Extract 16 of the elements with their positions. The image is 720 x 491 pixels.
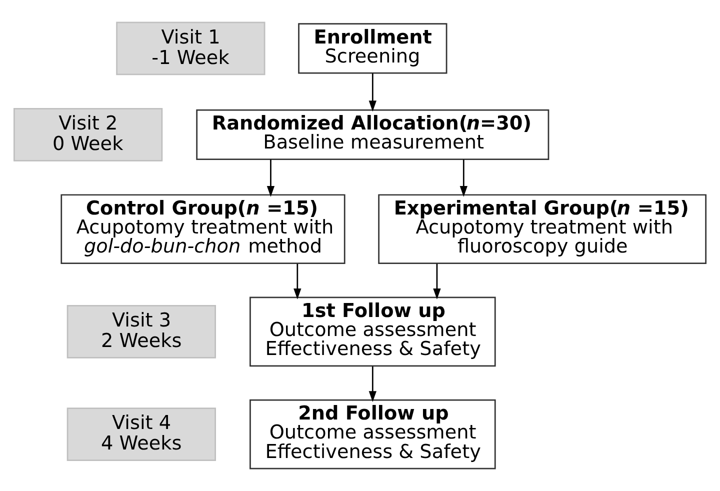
node-box: Visit 4 4 Weeks	[66, 408, 216, 461]
node-box: Enrollment Screening	[298, 23, 448, 74]
node-box: 1st Follow up Outcome assessment Effectiveness & Safety	[250, 296, 496, 367]
node-box: Visit 3 2 Weeks	[66, 305, 216, 358]
arrow	[294, 264, 302, 300]
node-box: 2nd Follow up Outcome assessment Effectiveness & Safety	[250, 399, 496, 470]
node-box: Randomized Allocation(n=30) Baseline measurement	[196, 109, 550, 160]
arrow	[433, 264, 441, 300]
node-box: Control Group(n =15) Acupotomy treatment with gol-do-bun-chon method	[60, 194, 346, 264]
node-box: Visit 2 0 Week	[13, 108, 163, 162]
node-box: Experimental Group(n =15) Acupotomy treatment with fluoroscopy guide	[378, 194, 707, 264]
arrow	[266, 159, 275, 197]
arrow	[368, 73, 376, 112]
arrow	[368, 366, 376, 402]
arrow	[460, 159, 468, 197]
node-box: Visit 1 -1 Week	[116, 22, 266, 76]
